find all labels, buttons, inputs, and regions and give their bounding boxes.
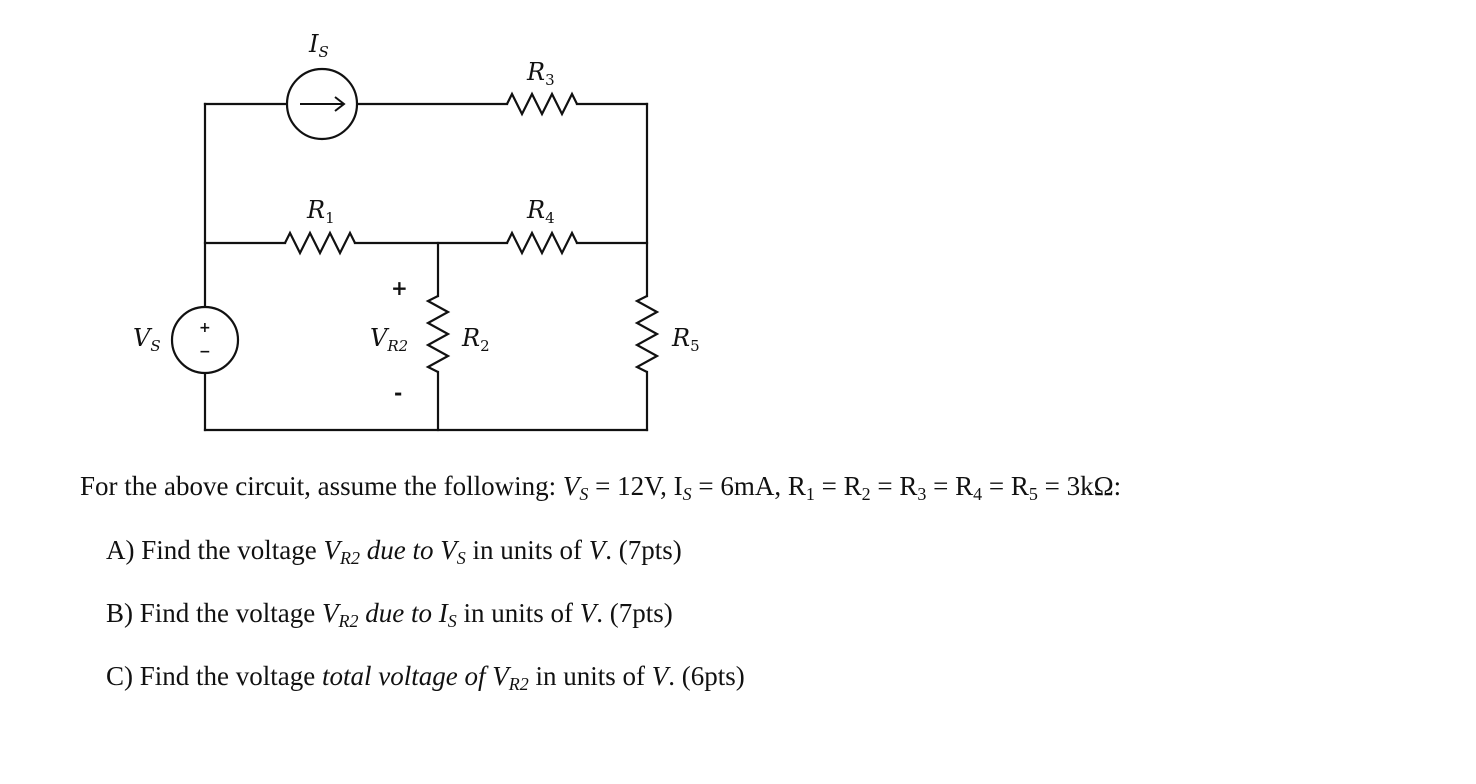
resistor-r2-label: R2 [461, 324, 490, 355]
resistor-r4-label: R4 [526, 196, 555, 227]
resistor-r5-label: R5 [671, 324, 700, 355]
resistor-r1 [284, 230, 356, 256]
resistor-r5 [634, 295, 660, 373]
question-b: B) Find the voltage VR2 due to IS in uni… [106, 598, 673, 631]
resistor-r2 [425, 295, 451, 373]
circuit-diagram: IS + − VS R3 R1 R4 R2 R5 + VR2 - [133, 30, 700, 432]
voltage-source: + − [170, 305, 240, 375]
voltage-source-label: VS [133, 324, 161, 355]
voltage-source-minus: − [199, 344, 211, 360]
vr2-label: VR2 [370, 324, 408, 355]
vr2-minus-sign: - [394, 381, 402, 405]
question-c: C) Find the voltage total voltage of VR2… [106, 661, 745, 694]
problem-text: For the above circuit, assume the follow… [80, 470, 1460, 694]
problem-intro: For the above circuit, assume the follow… [80, 471, 1122, 504]
voltage-source-plus: + [199, 320, 211, 336]
current-source [285, 67, 359, 141]
resistor-r4 [506, 230, 578, 256]
resistor-r3-label: R3 [526, 58, 555, 89]
question-a: A) Find the voltage VR2 due to VS in uni… [106, 535, 682, 568]
resistor-r3 [506, 91, 578, 117]
arrow-right-icon [334, 96, 346, 112]
current-source-label: IS [308, 30, 329, 61]
resistor-r1-label: R1 [306, 196, 335, 227]
vr2-plus-sign: + [391, 276, 408, 300]
